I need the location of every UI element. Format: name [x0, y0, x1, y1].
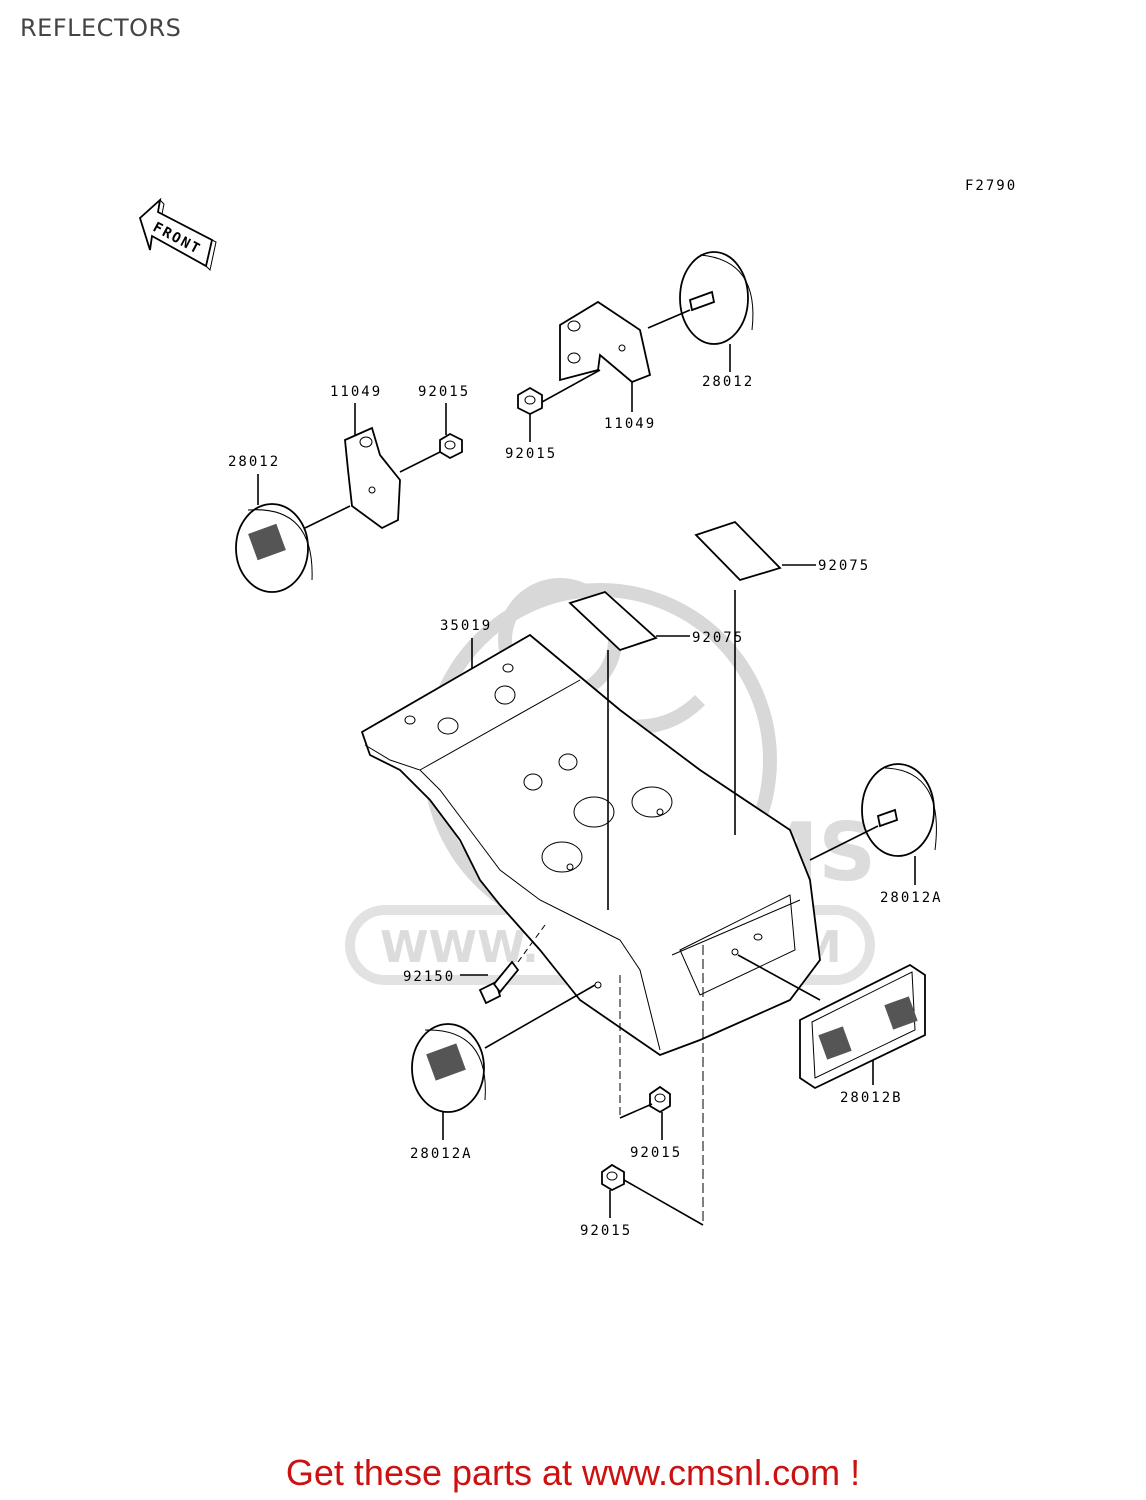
- reflector-28012B: [737, 954, 926, 1090]
- parts-diagram: CMS WWW.CMSNL.COM F2790 FRONT 28012 1104…: [138, 178, 1017, 1239]
- label-28012-left: 28012: [228, 454, 280, 470]
- reflector-28012A-right: [809, 763, 937, 885]
- reflector-28012-left: [235, 474, 351, 593]
- bracket-11049-left: [344, 403, 401, 530]
- label-92075-a: 92075: [818, 558, 870, 574]
- fender-35019: [360, 590, 821, 1057]
- label-28012-top: 28012: [702, 374, 754, 390]
- footer-link[interactable]: Get these parts at www.cmsnl.com !: [285, 1452, 861, 1493]
- label-92015-left: 92015: [418, 384, 470, 400]
- label-92075-b: 92075: [692, 630, 744, 646]
- nut-92015-bottom-a: [619, 975, 671, 1140]
- front-arrow-icon: FRONT: [138, 197, 217, 272]
- page-title: REFLECTORS: [20, 14, 182, 42]
- figure-code: F2790: [965, 178, 1017, 194]
- label-35019: 35019: [440, 618, 492, 634]
- label-92015-top: 92015: [505, 446, 557, 462]
- label-28012A-bottom: 28012A: [410, 1146, 473, 1162]
- label-28012B: 28012B: [840, 1090, 903, 1106]
- nut-92015-left: [399, 403, 463, 473]
- bolt-92150: [460, 924, 546, 1005]
- label-11049-top: 11049: [604, 416, 656, 432]
- label-92015-bottom-a: 92015: [630, 1145, 682, 1161]
- strip-92075-b: [568, 590, 690, 652]
- bracket-11049-top: [559, 300, 652, 412]
- label-92150: 92150: [403, 969, 455, 985]
- label-11049-left: 11049: [330, 384, 382, 400]
- nut-92015-top: [517, 369, 601, 442]
- reflector-28012-top: [647, 251, 754, 372]
- reflector-28012A-bottom: [411, 984, 596, 1140]
- nut-92015-bottom-b: [601, 945, 704, 1226]
- label-92015-bottom-b: 92015: [580, 1223, 632, 1239]
- label-28012A-right: 28012A: [880, 890, 943, 906]
- strip-92075-a: [694, 520, 816, 582]
